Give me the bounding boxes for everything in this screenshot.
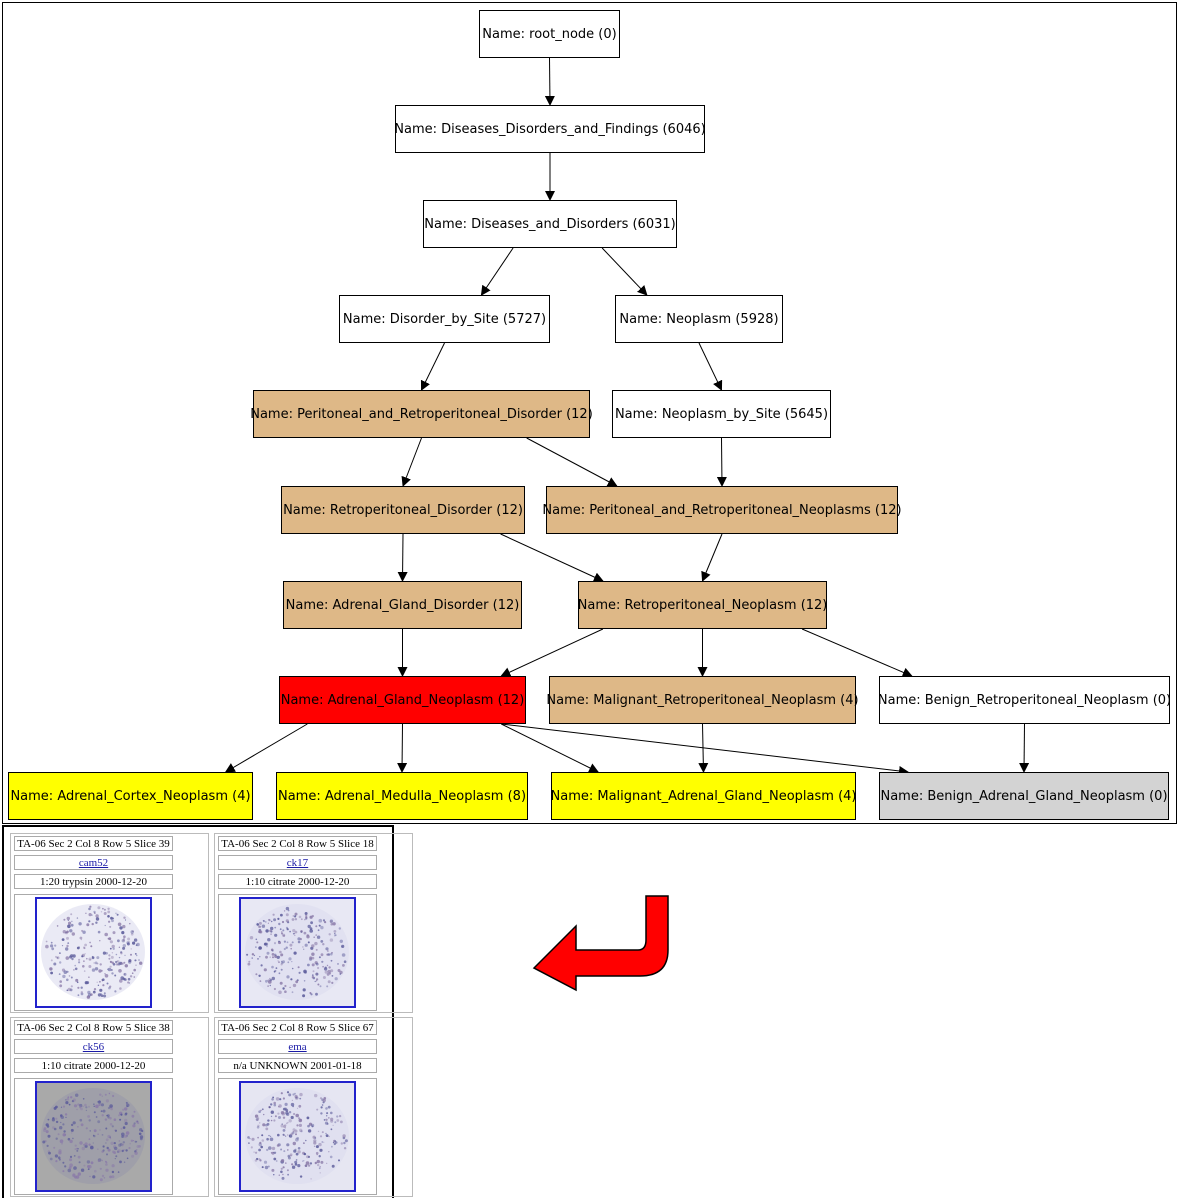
edge-agn-to-acn — [224, 723, 308, 773]
node-prn: Name: Peritoneal_and_Retroperitoneal_Neo… — [542, 486, 902, 534]
edge-agn-to-bagn — [501, 723, 909, 776]
stain-protocol: 1:10 citrate 2000-12-20 — [218, 874, 377, 889]
node-bagn: Name: Benign_Adrenal_Gland_Neoplasm (0) — [879, 772, 1169, 820]
node-agn: Name: Adrenal_Gland_Neoplasm (12) — [279, 676, 526, 724]
stain-protocol: 1:20 trypsin 2000-12-20 — [14, 874, 173, 889]
stain-protocol: 1:10 citrate 2000-12-20 — [14, 1058, 173, 1073]
curved-arrow-icon — [532, 895, 669, 992]
stain-link[interactable]: cam52 — [14, 855, 173, 870]
core-location: TA-06 Sec 2 Col 8 Row 5 Slice 18 — [218, 836, 377, 851]
tissue-core-image[interactable] — [239, 1081, 356, 1192]
edge-neo-to-nbs — [698, 342, 723, 391]
edge-dbs-to-prd — [420, 342, 445, 391]
tissue-core-image[interactable] — [35, 897, 152, 1008]
edge-rn-to-brn — [801, 628, 913, 678]
edge-prn-to-rn — [701, 533, 723, 582]
edge-dd-to-neo — [601, 247, 648, 296]
node-root: Name: root_node (0) — [479, 10, 620, 58]
tissue-core-image[interactable] — [35, 1081, 152, 1192]
edge-rn-to-agn — [500, 628, 604, 677]
core-image-frame — [218, 1078, 377, 1195]
stain-link[interactable]: ema — [218, 1039, 377, 1054]
edge-nbs-to-prn — [716, 437, 727, 487]
edge-prd-to-rd — [401, 437, 422, 487]
node-brn: Name: Benign_Retroperitoneal_Neoplasm (0… — [878, 676, 1171, 724]
edge-agn-to-amn — [397, 723, 408, 773]
node-ddf: Name: Diseases_Disorders_and_Findings (6… — [394, 105, 706, 153]
core-location: TA-06 Sec 2 Col 8 Row 5 Slice 38 — [14, 1020, 173, 1035]
stain-protocol: n/a UNKNOWN 2001-01-18 — [218, 1058, 377, 1073]
edge-dd-to-dbs — [480, 247, 514, 296]
edge-prd-to-prn — [526, 437, 618, 487]
core-location: TA-06 Sec 2 Col 8 Row 5 Slice 39 — [14, 836, 173, 851]
core-image-frame — [14, 894, 173, 1011]
node-amn: Name: Adrenal_Medulla_Neoplasm (8) — [276, 772, 528, 820]
edge-brn-to-bagn — [1019, 723, 1030, 773]
tissue-core-card: TA-06 Sec 2 Col 8 Row 5 Slice 18 ck17 1:10… — [214, 833, 413, 1013]
tissue-core-card: TA-06 Sec 2 Col 8 Row 5 Slice 67 ema n/a U… — [214, 1017, 413, 1197]
node-nbs: Name: Neoplasm_by_Site (5645) — [612, 390, 831, 438]
ontology-graph-edges — [224, 57, 1030, 776]
node-dd: Name: Diseases_and_Disorders (6031) — [423, 200, 677, 248]
node-rd: Name: Retroperitoneal_Disorder (12) — [281, 486, 525, 534]
core-location: TA-06 Sec 2 Col 8 Row 5 Slice 67 — [218, 1020, 377, 1035]
core-image-frame — [14, 1078, 173, 1195]
node-agd: Name: Adrenal_Gland_Disorder (12) — [283, 581, 522, 629]
node-prd: Name: Peritoneal_and_Retroperitoneal_Dis… — [250, 390, 593, 438]
node-neo: Name: Neoplasm (5928) — [615, 295, 783, 343]
node-magn: Name: Malignant_Adrenal_Gland_Neoplasm (… — [551, 772, 857, 820]
tissue-microarray-panel: TA-06 Sec 2 Col 8 Row 5 Slice 39 cam52 1:2… — [2, 825, 413, 1198]
node-dbs: Name: Disorder_by_Site (5727) — [339, 295, 550, 343]
edge-root-to-ddf — [544, 57, 555, 106]
node-rn: Name: Retroperitoneal_Neoplasm (12) — [578, 581, 827, 629]
stain-link[interactable]: ck56 — [14, 1039, 173, 1054]
tissue-core-card: TA-06 Sec 2 Col 8 Row 5 Slice 38 ck56 1:10… — [10, 1017, 209, 1197]
edge-rd-to-agd — [397, 533, 408, 582]
node-mrn: Name: Malignant_Retroperitoneal_Neoplasm… — [546, 676, 859, 724]
tissue-core-image[interactable] — [239, 897, 356, 1008]
core-image-frame — [218, 894, 377, 1011]
edge-agn-to-magn — [501, 723, 600, 773]
edge-mrn-to-magn — [698, 723, 709, 773]
tissue-core-card: TA-06 Sec 2 Col 8 Row 5 Slice 39 cam52 1:2… — [10, 833, 209, 1013]
stain-link[interactable]: ck17 — [218, 855, 377, 870]
node-acn: Name: Adrenal_Cortex_Neoplasm (4) — [8, 772, 253, 820]
edge-rd-to-rn — [500, 533, 604, 582]
ontology-graph-frame — [2, 2, 1177, 824]
